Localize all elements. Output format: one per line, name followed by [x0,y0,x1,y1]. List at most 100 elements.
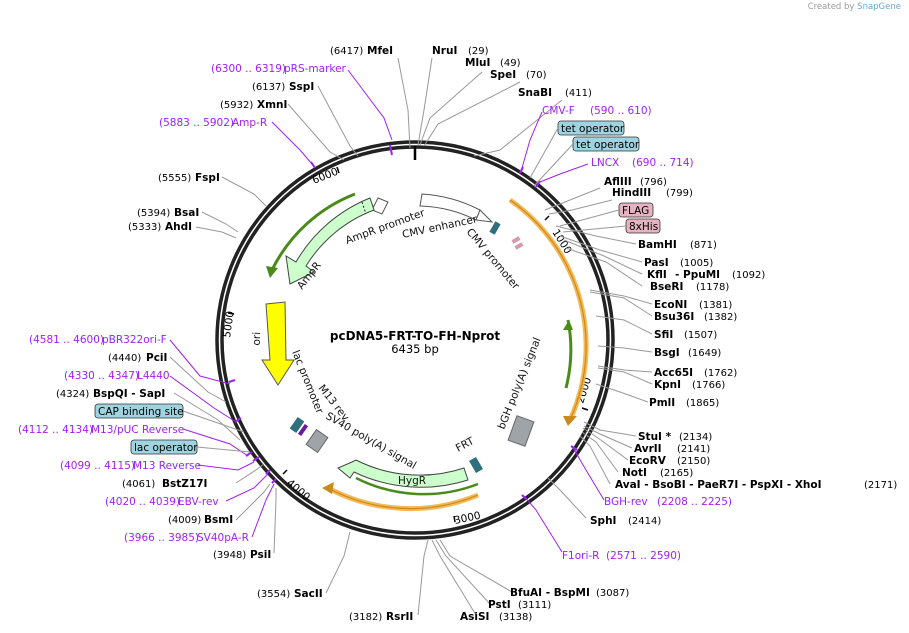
site-name-mlui: MluI [465,57,490,69]
site-name-bseri: BseRI [650,281,683,293]
feature-frt [469,456,483,474]
site-pos-bspqi: (4324) [56,389,89,400]
boxed-tet-operator-1: tet operator [529,120,625,179]
site-pos-mlui: (49) [500,58,521,69]
site-pos-fspi: (5555) [158,173,191,184]
tick-3000: 3000 [453,510,482,527]
site-pos-bsu36i: (1382) [704,312,737,323]
primer-leader-lines [169,69,605,553]
feature-hygr [337,459,469,488]
primer-name-m13-reverse: M13 Reverse [133,460,201,472]
plasmid-name: pcDNA5-FRT-TO-FH-Nprot [330,329,500,343]
site-pos-bsmi: (4009) [168,515,201,526]
site-name-sphi: SphI [590,515,616,527]
tick-label-3000: 3000 [453,510,482,527]
primer-name-pbr322ori-f: pBR322ori-F [102,334,167,346]
orf-arrow-bottom [322,482,334,494]
site-pos-spei: (70) [526,70,547,81]
site-name-bsai: BsaI [174,207,199,219]
primer-range-prs-marker: (6300 .. 6319) [211,63,286,75]
feature-label-lac-promoter: lac promoter [289,349,326,416]
boxed-label-tet-operator-2: tet operator [576,139,640,151]
site-pos-psii: (3948) [213,550,246,561]
orf-arc-bottom-core [327,487,479,510]
primer-name-lncx: LNCX [591,157,619,169]
primer-range-ebv-rev: (4020 .. 4039) [105,496,180,508]
boxed-label-tet-operator-1: tet operator [561,123,625,135]
site-name-psii: PsiI [250,549,271,561]
boxed-label-flag: FLAG [622,205,649,217]
site-name-kfli: KflI [647,269,667,281]
site-pos-kpni: (1766) [692,380,725,391]
site-name-ecorv: EcoRV [629,455,667,467]
site-name-fspi: FspI [195,172,220,184]
feature-sv40-polya [305,428,329,454]
site-pos-bsgi: (1649) [688,348,721,359]
site-pos-ahdi: (5333) [128,222,161,233]
primer-marks [228,144,578,500]
credit-prefix: Created by [807,2,855,12]
site-name-bstz17i: BstZ17I [162,478,207,490]
site-pos-asisi: (3138) [499,612,532,623]
site-name-bfuai: BfuAI - BspMI [510,587,590,599]
site-pos-bsai: (5394) [137,208,170,219]
orf-arc-hygr-inner [355,476,479,496]
boxed-8xhis: 8xHis [562,218,661,234]
site-name-bsmi: BsmI [204,514,233,526]
site-name-noti: NotI [622,467,647,479]
orf-arrow-right [563,416,577,426]
orf-arrow-bgh-inner [563,320,573,330]
site-pos-ecorv: (2150) [677,456,710,467]
tick-label-5000: 5000 [221,310,237,338]
primer-name-amp-r: Amp-R [232,117,267,129]
site-name-bsgi: BsgI [654,347,680,359]
primer-range-f1ori-r: (2571 .. 2590) [606,550,681,562]
boxed-label-lac-operator: lac operator [134,442,198,454]
site-name-bamhi: BamHI [638,239,677,251]
backbone-outer [215,140,615,540]
site-name-mfei: MfeI [367,45,393,57]
feature-cmv-promoter [489,221,501,235]
site-pos-econi: (1381) [699,300,732,311]
site-pos-bamhi: (871) [690,240,717,251]
site-pos-acc65i: (1762) [704,368,737,379]
site-pos-pmli: (1865) [686,398,719,409]
primer-labels: (6300 .. 6319) pRS-marker (5883 .. 5902)… [18,63,732,562]
plasmid-length: 6435 bp [391,342,439,356]
boxed-cap-binding-site: CAP binding site [94,403,245,433]
site-pos-ppumi: (1092) [732,270,765,281]
site-pos-sspi: (6137) [252,82,285,93]
site-name-pcii: PciI [146,352,167,364]
boxed-tet-operator-2: tet operator [533,136,640,187]
feature-label-sv40-polya: SV40 poly(A) signal [324,410,419,472]
feature-ampr [285,197,375,285]
site-pos-bfuai: (3087) [596,588,629,599]
site-pos-stui: (2134) [679,432,712,443]
primer-name-cmv-f: CMV-F [542,105,575,117]
primer-range-amp-r: (5883 .. 5902) [159,117,234,129]
feature-label-ori: ori [251,332,263,346]
site-pos-avai: (2171) [864,480,897,491]
primer-name-prs-marker: pRS-marker [284,63,347,75]
site-pos-xmni: (5932) [220,100,253,111]
orf-arc-ampr-inner [270,192,356,271]
boxed-lac-operator: lac operator [130,439,251,455]
boxed-label-cap-binding-site: CAP binding site [98,406,184,418]
site-name-sfii: SfiI [654,329,673,341]
feature-label-frt: FRT [454,435,477,455]
site-name-ahdi: AhdI [165,221,192,233]
primer-name-bgh-rev: BGH-rev [604,496,648,508]
primer-range-m13-puc-reverse: (4112 .. 4134) [18,424,93,436]
site-name-econi: EcoNI [654,299,687,311]
site-name-kpni: KpnI [654,379,681,391]
feature-label-hygr: HygR [398,475,426,487]
feature-bgh-polya [507,415,535,447]
feature-m13-rev [297,423,309,437]
primer-range-m13-reverse: (4099 .. 4115) [60,460,135,472]
site-name-bsu36i: Bsu36I [654,311,694,323]
site-name-bspqi: BspQI - SapI [93,388,165,400]
orf-arc-right-core [509,199,587,421]
site-name-spei: SpeI [490,69,516,81]
site-labels: (6417) MfeI NruI (29) MluI (49) SpeI (70… [56,45,897,623]
orf-arrow-ampr-inner [266,266,278,278]
